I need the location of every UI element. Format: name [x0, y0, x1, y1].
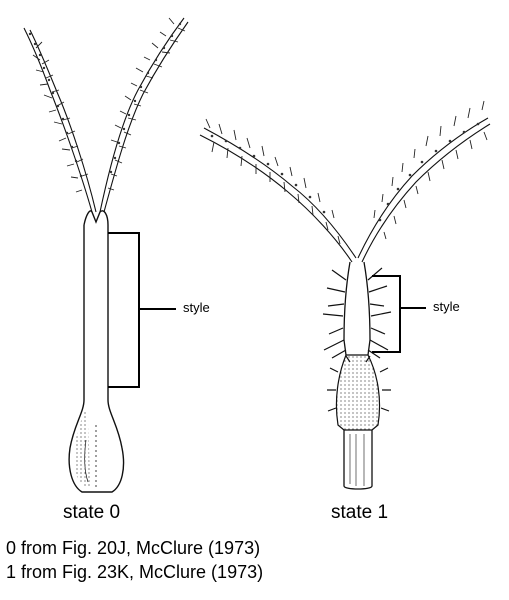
style-label-state-1: style — [433, 299, 460, 314]
state-0-label: state 0 — [63, 502, 121, 523]
caption-line-1: 1 from Fig. 23K, McClure (1973) — [6, 562, 264, 582]
style-label-state-0: style — [183, 300, 210, 315]
style-bracket-state-1 — [372, 275, 426, 353]
style-spines-state-1 — [322, 267, 392, 359]
state-1-label: state 1 — [331, 502, 389, 523]
stigma-dots-state-0 — [28, 22, 182, 178]
stigma-dots-state-1 — [210, 122, 480, 222]
stigma-branches-state-1 — [199, 117, 491, 263]
stigma-hairs-state-0 — [32, 17, 186, 193]
pedicel-state-1 — [343, 430, 373, 490]
stigma-hairs-state-1 — [205, 100, 488, 245]
stigma-branches-state-0 — [23, 17, 189, 213]
style-bracket-state-0 — [108, 232, 176, 388]
ovary-stipple-state-0 — [74, 405, 90, 488]
ovary-state-1 — [327, 354, 391, 431]
caption-line-0: 0 from Fig. 20J, McClure (1973) — [6, 538, 261, 558]
style-column-state-1 — [343, 261, 371, 356]
